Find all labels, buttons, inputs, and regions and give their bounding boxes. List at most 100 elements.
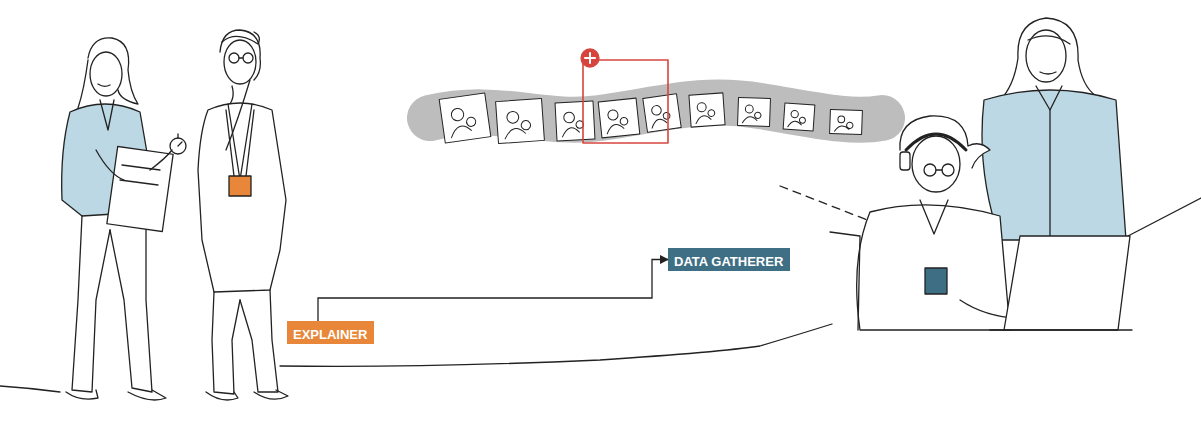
selection-frame xyxy=(585,53,595,63)
frame-figure xyxy=(742,112,761,124)
person-figure xyxy=(206,392,238,400)
frame-figure xyxy=(562,121,584,137)
frame-figure xyxy=(606,117,629,134)
laptop xyxy=(990,329,1132,330)
frame-figure xyxy=(697,102,707,112)
film-frame xyxy=(738,97,771,126)
frame-figure xyxy=(695,109,715,123)
film-frame xyxy=(643,94,681,132)
film-frame xyxy=(439,93,491,143)
person-figure xyxy=(120,165,160,185)
role-tag: DATA GATHERER xyxy=(668,248,790,271)
person-figure xyxy=(78,60,88,108)
person-figure xyxy=(830,232,860,330)
person-figure xyxy=(925,268,947,294)
selection-frame xyxy=(581,49,668,143)
person-figure xyxy=(239,57,243,58)
person-figure xyxy=(254,390,288,399)
frame-figure xyxy=(504,120,531,139)
ground-line xyxy=(1128,198,1201,236)
person-figure xyxy=(900,152,910,170)
person-figure xyxy=(912,136,960,192)
person-figure xyxy=(920,200,948,234)
person-figure xyxy=(88,38,138,104)
person-figure xyxy=(936,169,942,170)
person-figure xyxy=(240,290,278,392)
person-figure xyxy=(228,104,252,180)
person-figure xyxy=(72,216,110,392)
film-frame xyxy=(496,98,545,143)
role-label: EXPLAINER xyxy=(293,327,367,342)
person-figure xyxy=(198,30,288,400)
film-frame xyxy=(689,93,725,127)
person-figure xyxy=(229,176,251,196)
selection-frame xyxy=(581,49,599,67)
person-figure xyxy=(100,100,114,130)
person-figure xyxy=(198,103,286,292)
person-figure xyxy=(924,164,936,176)
person-figure xyxy=(229,53,239,63)
film-frame xyxy=(830,109,863,134)
frame-figure xyxy=(788,116,806,128)
film-frame xyxy=(555,101,595,141)
illustration xyxy=(0,18,1201,400)
frame-figure xyxy=(745,105,753,113)
frame-figure xyxy=(834,122,853,132)
person-figure xyxy=(107,146,173,231)
person-figure xyxy=(1040,72,1056,74)
person-figure xyxy=(1036,86,1062,110)
person-figure xyxy=(857,205,1010,330)
person-figure xyxy=(1028,36,1070,44)
person-figure xyxy=(224,40,256,84)
role-label: DATA GATHERER xyxy=(674,254,783,269)
person-figure xyxy=(243,53,253,63)
person-figure xyxy=(226,110,254,176)
frame-figure xyxy=(651,105,662,116)
person-figure xyxy=(96,150,124,180)
person-figure xyxy=(212,292,240,394)
film-frame xyxy=(439,93,491,143)
person-figure xyxy=(110,212,152,392)
person-figure xyxy=(1000,18,1096,100)
frame-figure xyxy=(449,117,477,138)
flow-arrow xyxy=(318,260,668,322)
person-figure xyxy=(98,84,110,86)
person-figure xyxy=(62,38,186,400)
film-frame xyxy=(598,98,640,138)
person-figure xyxy=(982,90,1126,240)
frame-figure xyxy=(564,112,575,123)
selection-frame xyxy=(583,60,668,143)
person-figure xyxy=(178,134,182,146)
person-figure xyxy=(906,134,966,150)
film-frame xyxy=(738,97,771,126)
frame-figure xyxy=(451,108,465,122)
person-figure xyxy=(222,32,259,44)
frame-figure xyxy=(607,109,618,120)
person-figure xyxy=(66,390,98,399)
film-frame xyxy=(830,109,863,134)
person-figure xyxy=(1049,110,1050,240)
ground-line xyxy=(280,324,832,366)
laptop xyxy=(1004,236,1130,330)
person-figure xyxy=(128,390,166,400)
film-frame xyxy=(439,93,862,144)
person-figure xyxy=(982,18,1126,240)
film-frame xyxy=(689,93,725,127)
film-frame xyxy=(555,101,595,141)
frame-figure xyxy=(507,111,520,124)
film-frame xyxy=(783,103,815,131)
person-figure xyxy=(150,150,172,170)
frame-figure xyxy=(791,110,799,118)
ground-line xyxy=(0,386,60,392)
film-frame xyxy=(496,98,545,143)
role-tag: EXPLAINER xyxy=(287,321,374,344)
laptop xyxy=(990,236,1132,330)
person-figure xyxy=(90,52,122,96)
frame-figure xyxy=(838,116,845,123)
person-figure xyxy=(830,116,1030,330)
person-figure xyxy=(942,164,954,176)
film-frame xyxy=(598,98,640,138)
